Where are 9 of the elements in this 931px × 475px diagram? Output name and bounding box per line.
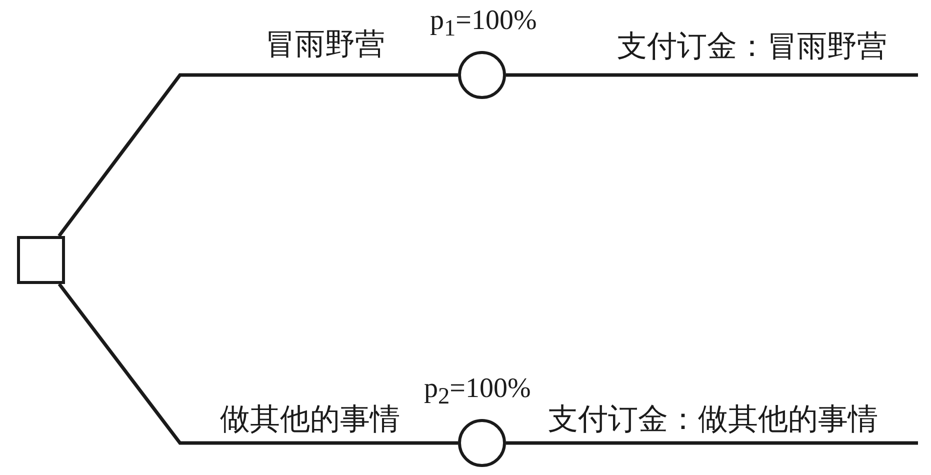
chance-node-circle [458, 419, 506, 467]
chance-node-circle [458, 51, 506, 99]
decision-node-square [17, 236, 65, 284]
branch-line [506, 441, 918, 445]
branch-line [506, 73, 918, 77]
branch-line [58, 73, 458, 238]
edge-label: 做其他的事情 [220, 403, 400, 437]
branch-line [58, 282, 458, 445]
edge-label: 支付订金：做其他的事情 [548, 403, 878, 437]
